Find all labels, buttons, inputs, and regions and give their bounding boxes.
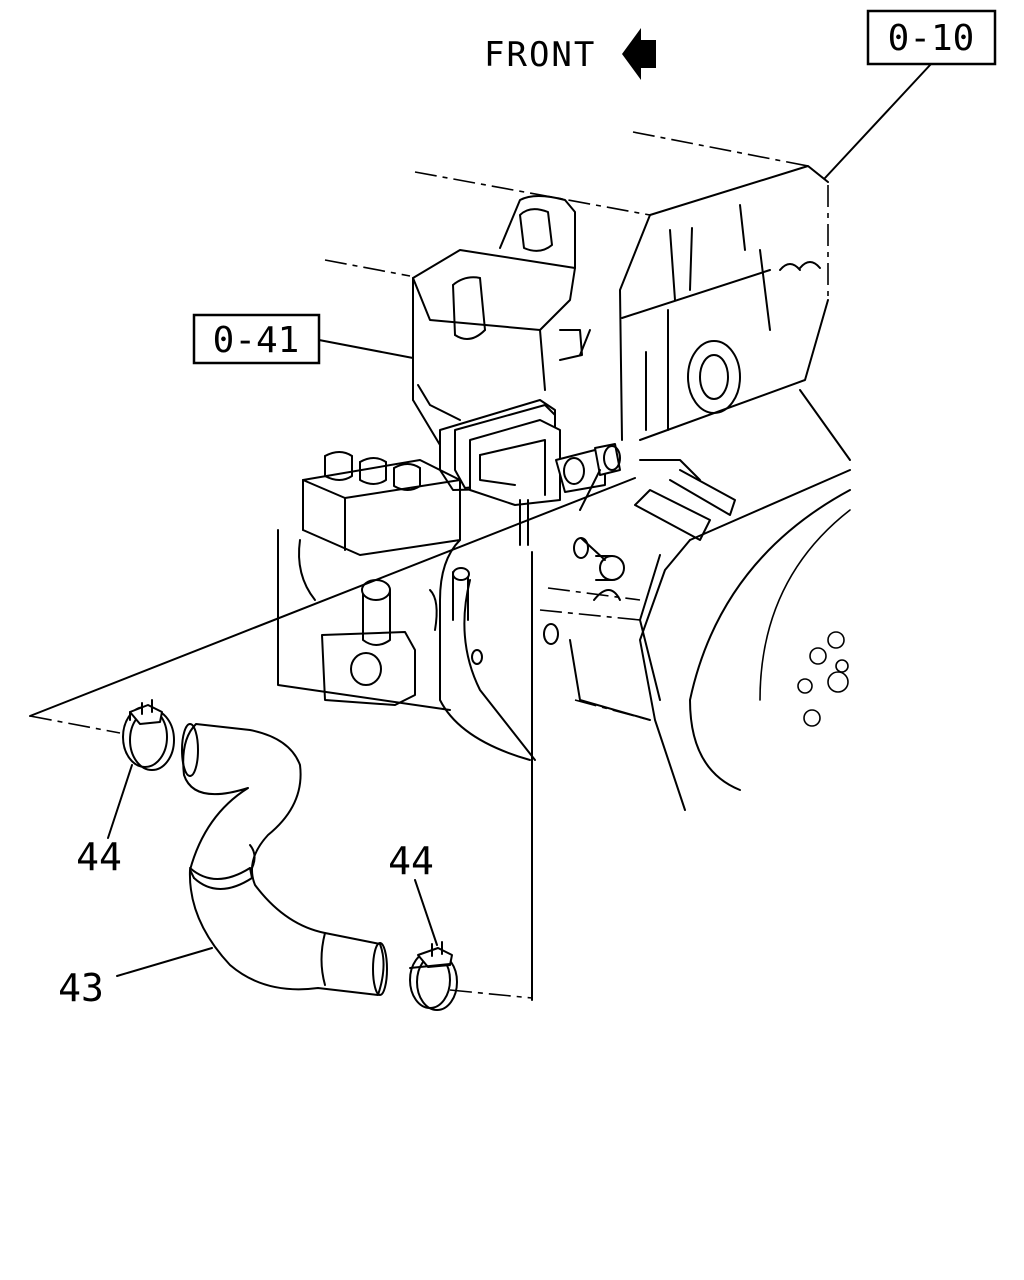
- injection-pump: [277, 195, 621, 761]
- front-indicator: FRONT: [484, 28, 656, 80]
- engine-block: [324, 131, 851, 811]
- phantom-line-lower-clamp: [449, 989, 533, 999]
- callout-clamp-lower: 44: [388, 839, 438, 946]
- hose-clamp-lower: [409, 941, 458, 1011]
- arrow-left-icon: [622, 28, 656, 80]
- reference-leader-pump: [318, 339, 414, 359]
- callout-label-clamp-upper: 44: [76, 835, 122, 879]
- reference-pump: 0-41: [192, 313, 414, 365]
- callout-label-hose: 43: [58, 966, 104, 1010]
- reference-engine: 0-10: [824, 9, 997, 179]
- hose-part: [181, 723, 388, 996]
- reference-label-pump: 0-41: [213, 320, 300, 361]
- hose-clamp-upper: [122, 699, 175, 771]
- phantom-line-upper-clamp: [29, 715, 121, 734]
- callout-leader-clamp-upper: [107, 764, 133, 839]
- front-label: FRONT: [484, 35, 596, 75]
- fitting-leader: [579, 469, 601, 511]
- callout-leader-hose: [116, 947, 213, 977]
- reference-box-pump: [192, 313, 321, 365]
- reference-box-engine: [866, 9, 997, 66]
- reference-label-engine: 0-10: [888, 18, 975, 59]
- reference-leader-engine: [824, 63, 932, 179]
- flywheel-bolts: [797, 631, 849, 727]
- callout-clamp-upper: 44: [76, 764, 133, 879]
- callout-label-clamp-lower: 44: [388, 839, 434, 883]
- callout-hose: 43: [58, 947, 213, 1010]
- callout-leader-clamp-lower: [414, 879, 438, 946]
- connector-line-upper: [29, 477, 636, 717]
